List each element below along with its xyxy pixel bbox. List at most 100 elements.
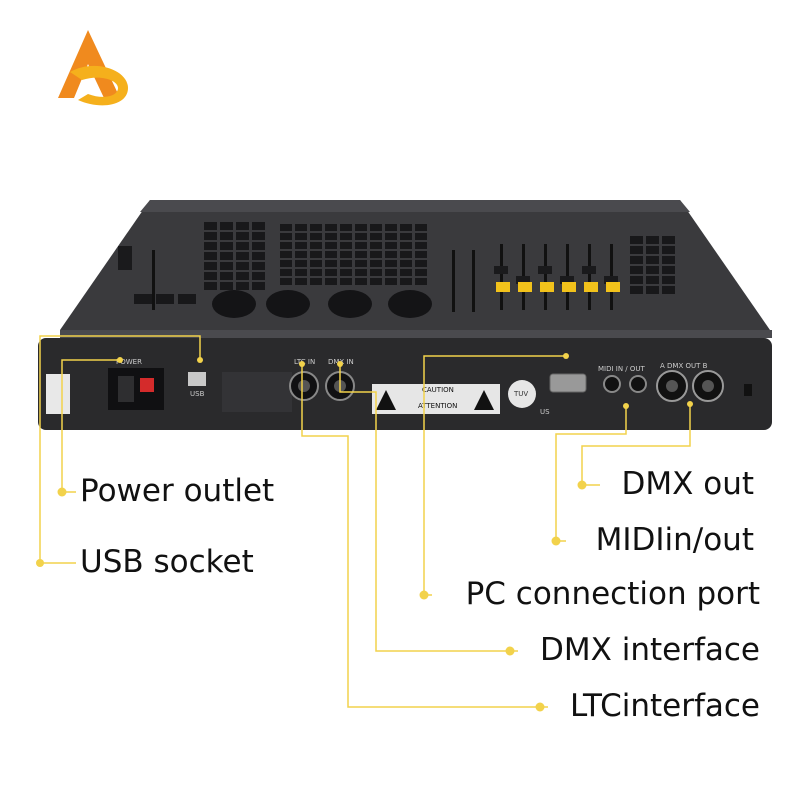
key bbox=[630, 276, 643, 284]
key bbox=[220, 242, 233, 250]
key bbox=[236, 282, 249, 290]
left-fader-cap bbox=[118, 246, 132, 270]
key bbox=[280, 251, 292, 258]
key bbox=[355, 224, 367, 231]
dot-dmx-in-src bbox=[337, 361, 343, 367]
callout-pc-connection-port: PC connection port bbox=[465, 576, 760, 612]
encoder-knob bbox=[212, 290, 256, 318]
power-panel-label: POWER bbox=[116, 358, 142, 366]
ltc-xlr-connector bbox=[289, 371, 319, 401]
fader-cap bbox=[516, 276, 530, 284]
lock-slot bbox=[744, 384, 752, 396]
brand-logo bbox=[58, 30, 128, 106]
key bbox=[370, 224, 382, 231]
midi-in-connector bbox=[603, 375, 621, 393]
key bbox=[400, 233, 412, 240]
leader-usb bbox=[39, 335, 201, 564]
dot-pc-src bbox=[563, 353, 569, 359]
key bbox=[252, 222, 265, 230]
key bbox=[252, 272, 265, 280]
key bbox=[204, 262, 217, 270]
key bbox=[310, 278, 322, 285]
fader-track bbox=[500, 244, 503, 310]
cert-label: TUV bbox=[513, 390, 528, 398]
key bbox=[646, 256, 659, 264]
key bbox=[220, 232, 233, 240]
key bbox=[415, 233, 427, 240]
dot-pc bbox=[419, 590, 429, 600]
key bbox=[325, 251, 337, 258]
dot-dmx-out bbox=[577, 480, 587, 490]
leader-ltc bbox=[301, 364, 548, 708]
key bbox=[310, 242, 322, 249]
key bbox=[385, 251, 397, 258]
usb-panel-label: USB bbox=[190, 390, 205, 398]
key bbox=[220, 272, 233, 280]
fader-track bbox=[452, 250, 455, 312]
key bbox=[415, 269, 427, 276]
dot-midi-src bbox=[623, 403, 629, 409]
power-inlet bbox=[108, 368, 164, 410]
highlight-key bbox=[584, 282, 598, 292]
key bbox=[325, 224, 337, 231]
fader-cap bbox=[494, 266, 508, 274]
side-label-plate bbox=[46, 374, 70, 414]
key bbox=[325, 278, 337, 285]
highlight-key bbox=[518, 282, 532, 292]
key bbox=[370, 242, 382, 249]
key bbox=[415, 242, 427, 249]
key bbox=[310, 251, 322, 258]
leader-power bbox=[61, 359, 120, 493]
fader-cap bbox=[560, 276, 574, 284]
highlight-key bbox=[562, 282, 576, 292]
caution-label: CAUTION bbox=[422, 386, 454, 394]
dot-midi bbox=[551, 536, 561, 546]
control-surface bbox=[118, 222, 675, 318]
key bbox=[415, 224, 427, 231]
leader-dmx-in bbox=[339, 364, 518, 652]
certification-sticker bbox=[508, 380, 536, 408]
dmx-out-panel-label: A DMX OUT B bbox=[660, 362, 708, 370]
key bbox=[385, 278, 397, 285]
encoder-knob bbox=[266, 290, 310, 318]
dot-dmx-out-src bbox=[687, 401, 693, 407]
key bbox=[325, 269, 337, 276]
key bbox=[204, 272, 217, 280]
key bbox=[252, 242, 265, 250]
attention-label: ATTENTION bbox=[418, 402, 457, 410]
key bbox=[400, 242, 412, 249]
highlight-key bbox=[496, 282, 510, 292]
ltc-panel-label: LTC IN bbox=[294, 358, 315, 366]
key bbox=[204, 222, 217, 230]
key bbox=[236, 242, 249, 250]
fader-cap bbox=[604, 276, 618, 284]
key bbox=[134, 294, 152, 304]
key bbox=[280, 242, 292, 249]
key bbox=[646, 286, 659, 294]
midi-out-connector bbox=[629, 375, 647, 393]
key bbox=[295, 224, 307, 231]
key bbox=[295, 233, 307, 240]
key bbox=[295, 251, 307, 258]
key bbox=[204, 282, 217, 290]
dot-power-src bbox=[117, 357, 123, 363]
key bbox=[295, 278, 307, 285]
key bbox=[400, 278, 412, 285]
key bbox=[662, 276, 675, 284]
key bbox=[630, 286, 643, 294]
key bbox=[236, 222, 249, 230]
caution-sticker bbox=[372, 384, 500, 414]
fader-track bbox=[588, 244, 591, 310]
key bbox=[220, 222, 233, 230]
key bbox=[295, 260, 307, 267]
key bbox=[340, 251, 352, 258]
key bbox=[370, 251, 382, 258]
us-label: US bbox=[540, 408, 550, 416]
callout-dmx-interface: DMX interface bbox=[540, 632, 760, 668]
key bbox=[370, 269, 382, 276]
key bbox=[280, 233, 292, 240]
key bbox=[400, 251, 412, 258]
key bbox=[295, 269, 307, 276]
key bbox=[415, 278, 427, 285]
